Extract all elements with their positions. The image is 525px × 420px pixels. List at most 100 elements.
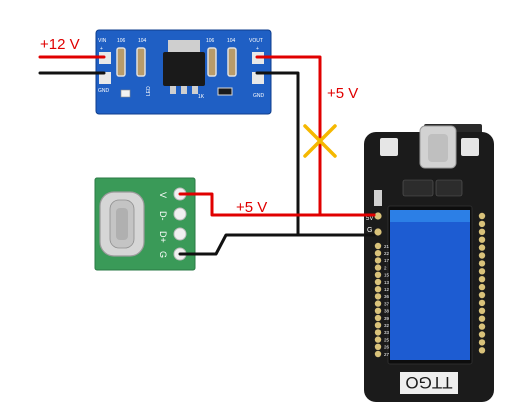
right-pin-pad bbox=[478, 283, 486, 291]
regulator-chip bbox=[163, 52, 205, 86]
capacitor-left-2 bbox=[136, 47, 146, 77]
left-pin-label: 22 bbox=[384, 251, 390, 256]
right-pin-pad bbox=[478, 331, 486, 338]
right-pin-pad bbox=[478, 212, 486, 220]
left-pin-pad bbox=[374, 307, 382, 314]
left-pin-label: 12 bbox=[384, 287, 390, 292]
wire-5v-usb-to-board bbox=[178, 192, 376, 217]
usb-pin-label-v: V bbox=[158, 192, 168, 198]
usb-c-breakout-board: V D- D+ G bbox=[94, 177, 196, 271]
left-pin-pad bbox=[374, 343, 382, 350]
left-pin-pad bbox=[374, 322, 382, 329]
left-pin-label: 37 bbox=[384, 301, 390, 306]
label-5v-regulator-output: +5 V bbox=[327, 85, 358, 102]
right-pin-header bbox=[478, 212, 486, 354]
left-pin-pad bbox=[374, 257, 382, 264]
right-pin-pad bbox=[478, 244, 486, 251]
right-pin-pad bbox=[478, 299, 486, 307]
silk-106-right: 106 bbox=[206, 38, 215, 44]
left-pin-label: 13 bbox=[384, 280, 390, 285]
left-pin-label: 32 bbox=[384, 323, 390, 328]
right-pin-pad bbox=[478, 220, 486, 228]
resistor-1k bbox=[217, 87, 233, 96]
capacitor-right-1 bbox=[207, 47, 217, 77]
right-pin-pad bbox=[478, 236, 486, 243]
usb-pad-dplus bbox=[173, 227, 187, 241]
right-pin-pad bbox=[478, 291, 486, 299]
silk-gnd-left: GND bbox=[98, 88, 110, 94]
button-right bbox=[461, 138, 479, 156]
disconnect-cross-mark bbox=[303, 124, 337, 158]
silk-plus-right: + bbox=[256, 46, 259, 52]
left-pin-label: 25 bbox=[384, 337, 390, 342]
left-pin-label: 39 bbox=[384, 316, 390, 321]
right-pin-pad bbox=[478, 323, 486, 330]
usb-pin-label-dminus: D- bbox=[158, 211, 168, 221]
display-top-strip bbox=[390, 210, 470, 222]
regulator-gnd-in-pad bbox=[99, 72, 111, 84]
silk-plus-left: + bbox=[100, 46, 103, 52]
step-down-regulator-module: VIN + GND 106 104 106 104 VOUT + GND 1K … bbox=[95, 29, 272, 115]
label-12v-input: +12 V bbox=[40, 36, 80, 53]
capacitor-right-2 bbox=[227, 47, 237, 77]
right-pin-pad bbox=[478, 260, 486, 267]
right-pin-pad bbox=[478, 339, 486, 346]
left-pin-label: 21 bbox=[384, 244, 390, 249]
silk-vin: VIN bbox=[98, 38, 107, 44]
left-pin-pad bbox=[374, 350, 382, 358]
usb-pin-label-g: G bbox=[158, 251, 168, 258]
left-pin-label: 33 bbox=[384, 330, 390, 335]
pin-g-pad bbox=[374, 228, 382, 236]
wires bbox=[38, 55, 376, 256]
silk-1k: 1K bbox=[198, 94, 205, 100]
battery-connector bbox=[374, 190, 382, 206]
display-screen bbox=[390, 222, 470, 360]
left-pin-pad bbox=[374, 250, 382, 257]
left-pin-label: 26 bbox=[384, 345, 390, 350]
right-pin-pad bbox=[478, 252, 486, 259]
wire-gnd-regulator-to-board bbox=[255, 71, 300, 237]
right-pin-pad bbox=[478, 228, 486, 235]
left-pin-pad bbox=[374, 300, 382, 307]
left-pin-pad bbox=[374, 278, 382, 286]
right-pin-pad bbox=[478, 347, 486, 354]
left-pin-pad bbox=[374, 242, 382, 250]
right-pin-pad bbox=[478, 315, 486, 322]
silk-104-left: 104 bbox=[138, 38, 147, 44]
wire-gnd-usb-to-board bbox=[178, 233, 376, 256]
left-pin-pad bbox=[374, 314, 382, 322]
label-5v-usb: +5 V bbox=[236, 199, 267, 216]
ttgo-logo-plate bbox=[400, 372, 458, 394]
left-pin-pad bbox=[374, 286, 382, 293]
regulator-gnd-out-pad bbox=[252, 72, 264, 84]
right-pin-pad bbox=[478, 276, 486, 283]
silk-vout: VOUT bbox=[249, 38, 263, 44]
power-led bbox=[120, 89, 131, 98]
left-pin-pad bbox=[374, 271, 382, 278]
pin-5v-pad bbox=[374, 212, 382, 220]
silk-106-left: 106 bbox=[117, 38, 126, 44]
pin-g-label: G bbox=[367, 227, 372, 234]
left-pin-pad bbox=[374, 264, 382, 271]
left-pin-pad bbox=[374, 336, 382, 343]
usb-pin-label-dplus: D+ bbox=[158, 231, 168, 243]
left-pin-label: 15 bbox=[384, 273, 390, 278]
left-pin-label: 36 bbox=[384, 294, 390, 299]
right-pin-pad bbox=[478, 268, 486, 275]
usb-pad-dminus bbox=[173, 207, 187, 221]
silk-104-right: 104 bbox=[227, 38, 236, 44]
left-pin-pad bbox=[374, 329, 382, 336]
button-left bbox=[380, 138, 398, 156]
ttgo-logo: TTGO bbox=[405, 373, 452, 392]
left-pin-label: 27 bbox=[384, 352, 390, 357]
left-pin-label: 17 bbox=[384, 258, 390, 263]
silk-gnd-right: GND bbox=[253, 93, 265, 99]
left-pin-pad bbox=[374, 293, 382, 300]
capacitor-left-1 bbox=[116, 47, 126, 77]
right-pin-pad bbox=[478, 307, 486, 314]
pin-5v-label: 5V bbox=[366, 216, 373, 222]
